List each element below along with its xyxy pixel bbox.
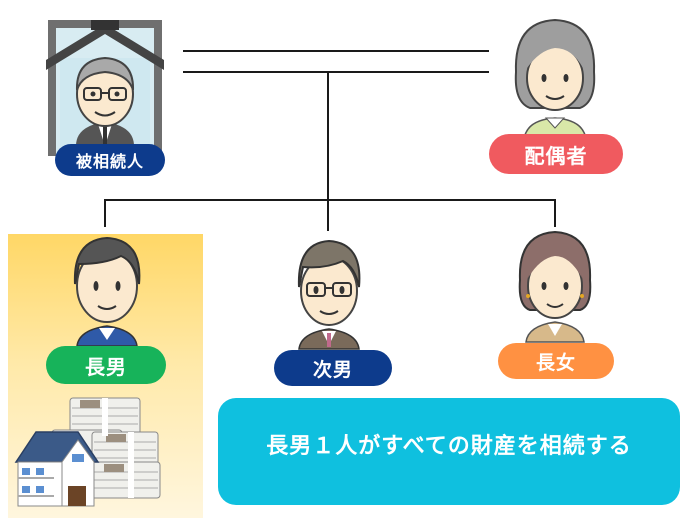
child-drop-eldest-son: [104, 199, 106, 227]
spouse-badge: 配偶者: [489, 134, 623, 174]
children-line: [104, 199, 556, 201]
woman-icon: [518, 230, 592, 343]
marriage-line-bottom: [183, 71, 489, 73]
descent-line: [327, 72, 329, 231]
result-text: 長男１人がすべての財産を相続する: [266, 433, 632, 459]
money-stack-icon: [51, 397, 161, 499]
result-message: 長男１人がすべての財産を相続する: [218, 398, 680, 505]
eldest-daughter-badge: 長女: [498, 343, 614, 379]
second-son-badge: 次男: [274, 350, 392, 386]
elderly-woman-icon: [514, 18, 596, 141]
deceased-badge: 被相続人: [55, 144, 165, 176]
memorial-portrait-icon: [46, 20, 164, 156]
eldest-son-badge: 長男: [46, 346, 166, 384]
man-glasses-icon: [297, 239, 361, 350]
child-drop-eldest-daughter: [554, 199, 556, 227]
man-icon: [73, 236, 141, 347]
house-icon: [14, 431, 100, 507]
marriage-line-top: [183, 50, 489, 52]
